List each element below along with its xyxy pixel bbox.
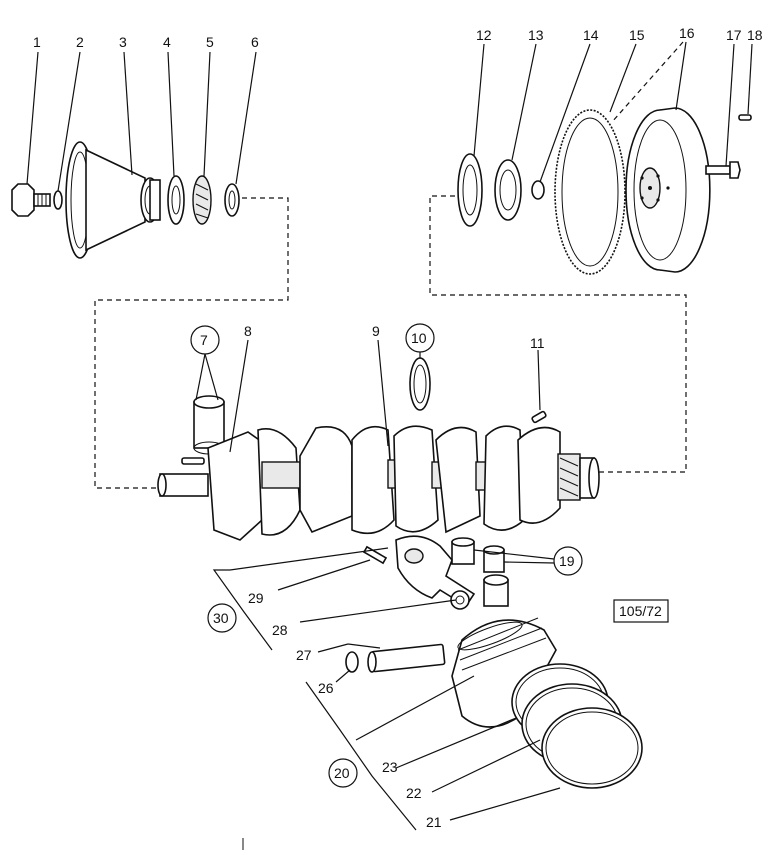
part-ring-gear-15 <box>554 109 626 275</box>
callout-14: 14 <box>583 27 599 43</box>
part-crankshaft-9 <box>157 425 600 541</box>
part-bearing-14 <box>531 180 545 200</box>
callout-29: 29 <box>248 590 264 606</box>
callout-15: 15 <box>629 27 645 43</box>
part-shim-12 <box>457 153 483 227</box>
callout-16: 16 <box>679 25 695 41</box>
callout-17: 17 <box>726 27 742 43</box>
part-flywheel-16 <box>625 107 711 273</box>
part-gudgeon-pin-27 <box>367 643 446 673</box>
callout-7: 7 <box>200 332 208 348</box>
reference-code: 105/72 <box>619 603 662 619</box>
callout-21: 21 <box>426 814 442 830</box>
part-bearing-shells-7 <box>193 395 225 455</box>
callout-4: 4 <box>163 34 171 50</box>
callout-6: 6 <box>251 34 259 50</box>
part-connecting-rod-28 <box>395 535 476 610</box>
callout-10: 10 <box>411 330 427 346</box>
callout-19: 19 <box>559 553 575 569</box>
callout-9: 9 <box>372 323 380 339</box>
callout-12: 12 <box>476 27 492 43</box>
part-bolt-1 <box>11 183 51 217</box>
reference-code-box: 105/72 <box>613 599 669 623</box>
callout-13: 13 <box>528 27 544 43</box>
part-bush-6 <box>224 183 240 217</box>
part-thrust-washer-10 <box>409 357 431 411</box>
callout-18: 18 <box>747 27 763 43</box>
callout-1: 1 <box>33 34 41 50</box>
callout-22: 22 <box>406 785 422 801</box>
callout-23: 23 <box>382 759 398 775</box>
part-bolt-17 <box>705 161 741 179</box>
part-seal-13 <box>494 159 522 221</box>
part-dowel-18 <box>738 114 752 121</box>
callout-5: 5 <box>206 34 214 50</box>
callout-28: 28 <box>272 622 288 638</box>
part-rod-bearing-19 <box>451 537 505 573</box>
part-seal-4 <box>167 175 185 225</box>
callout-2: 2 <box>76 34 84 50</box>
part-gear-5 <box>192 175 212 225</box>
part-washer-2 <box>53 190 63 210</box>
callout-30: 30 <box>213 610 229 626</box>
callout-8: 8 <box>244 323 252 339</box>
callout-27: 27 <box>296 647 312 663</box>
callout-3: 3 <box>119 34 127 50</box>
callout-26: 26 <box>318 680 334 696</box>
part-pulley-hub-3 <box>65 141 161 259</box>
part-piston-rings <box>511 663 643 789</box>
callout-20: 20 <box>334 765 350 781</box>
callout-11: 11 <box>530 335 545 351</box>
